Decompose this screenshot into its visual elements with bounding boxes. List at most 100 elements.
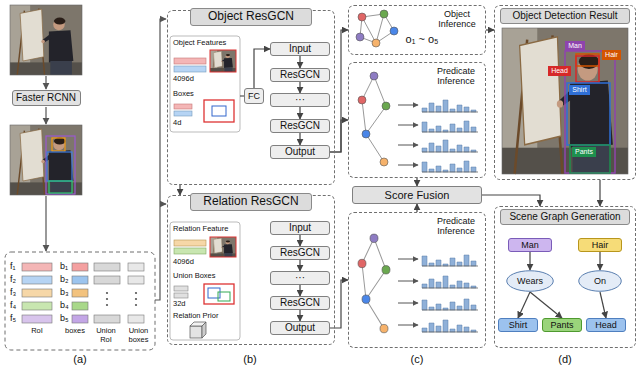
node-text: Faster RCNN	[16, 92, 76, 104]
histogram	[422, 255, 478, 266]
histogram	[422, 100, 478, 112]
label-slot: 32d	[173, 300, 186, 309]
node-text: Predicate Inference	[428, 216, 484, 237]
dot	[135, 292, 137, 294]
feature-bar	[174, 240, 206, 246]
part-label: f₃	[10, 287, 16, 297]
panel-letter: (d)	[558, 353, 571, 366]
part-label: Union RoI	[90, 327, 122, 344]
connector	[416, 204, 417, 212]
input-photo	[10, 5, 82, 75]
detection-box	[576, 56, 599, 82]
part-label: b₅	[60, 313, 69, 323]
connector	[599, 252, 600, 270]
inference-panel: Predicate Inference	[348, 212, 486, 348]
panel-letter: (a)	[73, 353, 86, 366]
label-slot: f₃	[10, 287, 16, 297]
node-text: ···	[295, 272, 305, 284]
connector	[416, 178, 417, 186]
box-bar	[174, 111, 192, 116]
flow-arrow	[155, 19, 166, 300]
box-chip	[72, 302, 88, 310]
process-box: Score Fusion	[352, 186, 482, 204]
label-slot: f₅	[10, 313, 16, 323]
histogram	[422, 140, 478, 152]
panel-heading: Object Detection Result	[500, 8, 630, 24]
flow-arrow	[398, 125, 418, 126]
cube-face	[202, 322, 206, 338]
text-slot: Predicate Inference	[428, 216, 484, 237]
node-text: Wears	[517, 276, 543, 286]
connector	[486, 29, 494, 30]
result-photo	[502, 28, 628, 174]
label-slot: RoI	[22, 327, 52, 336]
label-slot: (a)	[66, 353, 94, 366]
node-text: Score Fusion	[385, 189, 450, 202]
histogram	[422, 276, 478, 288]
flow-arrow	[45, 76, 46, 89]
union-box-chip	[128, 263, 144, 271]
node-text: Shirt	[572, 86, 586, 94]
histogram	[422, 161, 478, 172]
roi-chip	[22, 289, 52, 297]
node-text: Scene Graph Generation	[509, 211, 620, 223]
connector	[299, 235, 300, 246]
label-slot: b₃	[60, 287, 69, 297]
label-slot: Union RoI	[90, 327, 122, 344]
part-label: Relation Prior	[173, 312, 218, 321]
part-label: b₁	[60, 261, 68, 271]
layer-box: ResGCN	[270, 246, 330, 260]
photo-frame	[10, 125, 82, 195]
flow-arrow	[45, 196, 46, 251]
detection-box	[570, 145, 610, 173]
graph-node: Man	[508, 238, 552, 252]
node-text: Pants	[550, 320, 573, 330]
union-picture	[204, 284, 234, 304]
graph-node: Shirt	[498, 318, 538, 332]
panel-heading: Object ResGCN	[190, 8, 312, 26]
feature-panel	[5, 252, 155, 350]
part-label: Object Features	[173, 39, 226, 48]
detection-tag: Shirt	[569, 85, 590, 95]
predicate-ellipse: On	[578, 270, 622, 292]
connector	[179, 185, 180, 195]
layer-box: ResGCN	[270, 119, 330, 133]
part-label: 4096d	[173, 258, 194, 267]
dot	[106, 292, 108, 294]
node-text: FC	[248, 91, 260, 101]
label-slot: Object Features	[173, 39, 226, 48]
union-picture	[218, 292, 230, 301]
node-text: On	[594, 276, 606, 286]
layer-box: ···	[270, 271, 330, 285]
node-text: o₁ ~ o₅	[406, 33, 439, 46]
roi-thumbnail	[210, 50, 236, 72]
node-text: Input	[289, 43, 311, 55]
part-label: f₄	[10, 300, 16, 310]
predicate-ellipse: Wears	[506, 270, 554, 292]
connector	[600, 292, 606, 318]
text-slot: o₁ ~ o₅	[402, 33, 443, 46]
flow-arrow	[398, 105, 418, 106]
roi-chip	[22, 315, 52, 323]
detection-tag: Hair	[602, 50, 621, 60]
text-slot: Predicate Inference	[428, 66, 484, 87]
feature-group	[170, 36, 240, 132]
layer-box: Output	[270, 145, 330, 159]
connector	[330, 120, 348, 152]
box-chip	[72, 263, 88, 271]
connector	[299, 56, 300, 68]
ellipsis-dots	[106, 292, 137, 306]
node-text: ResGCN	[280, 120, 320, 132]
dot	[135, 298, 137, 300]
panel-heading: Scene Graph Generation	[500, 209, 630, 225]
photo-frame	[502, 28, 628, 174]
connector	[299, 285, 300, 296]
union-roi-chip	[94, 276, 120, 284]
flow-arrow	[398, 145, 418, 146]
process-box: Faster RCNN	[12, 90, 81, 106]
text-slot: Object Inference	[430, 9, 484, 30]
box-picture	[204, 100, 234, 122]
label-slot: f₁	[10, 261, 16, 271]
graph-node: Head	[586, 318, 626, 332]
roi-chip	[22, 302, 52, 310]
